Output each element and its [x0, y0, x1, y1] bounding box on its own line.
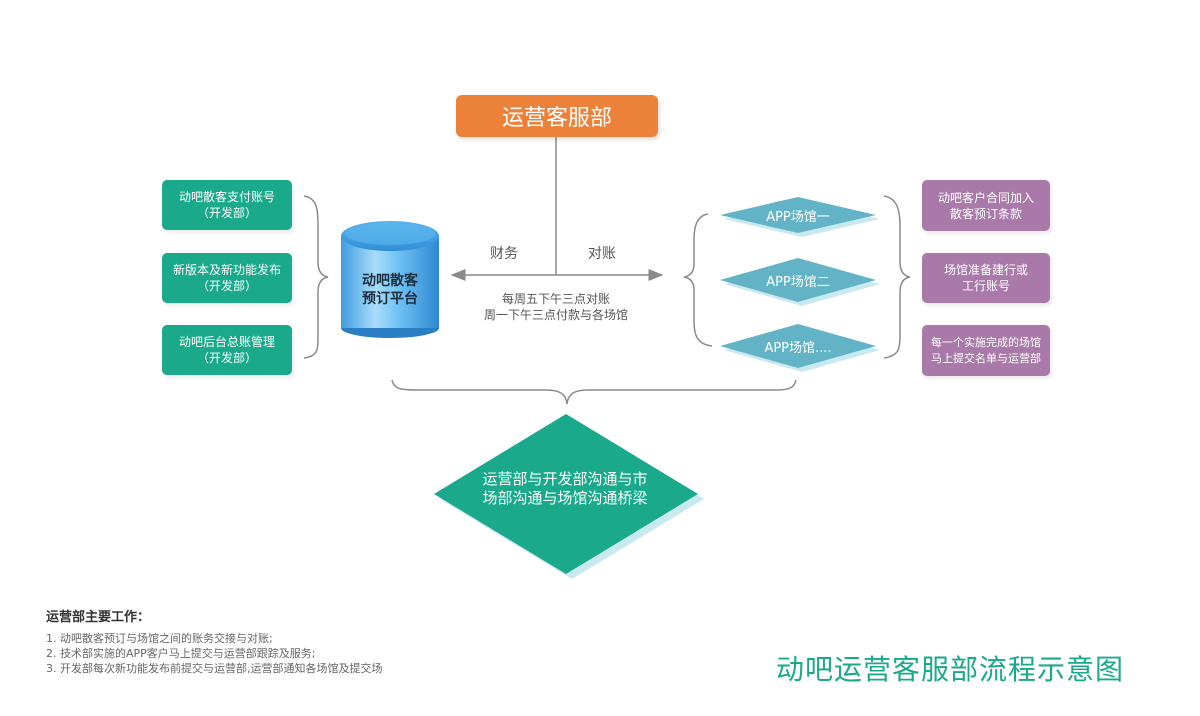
right-box-contract: 动吧客户合同加入 散客预订条款 — [922, 180, 1050, 231]
right-box-2-line1: 场馆准备建行或 — [943, 263, 1028, 277]
venue-diamond-3 — [720, 324, 880, 372]
venue-diamond-1 — [720, 197, 880, 237]
work-title: 运营部主要工作： — [46, 610, 151, 625]
left-brace — [303, 195, 329, 359]
left-box-1-line2: （开发部） — [196, 206, 257, 220]
left-box-1-line1: 动吧散客支付账号 — [178, 190, 275, 204]
schedule-note-line1: 每周五下午三点对账 — [501, 292, 610, 306]
right-box-1-line2: 散客预订条款 — [949, 206, 1022, 221]
bridge-label-line1: 运营部与开发部沟通与市 — [482, 470, 648, 488]
bridge-label: 运营部与开发部沟通与市 场部沟通与场馆沟通桥梁 — [460, 470, 670, 508]
schedule-note: 每周五下午三点对账 周一下午三点付款与各场馆 — [470, 291, 642, 323]
diagram-title: 动吧运营客服部流程示意图 — [776, 653, 1125, 686]
right-box-3-line1: 每一个实施完成的场馆 — [931, 335, 1041, 349]
left-box-2-line2: （开发部） — [196, 279, 257, 293]
venue-label-2: APP场馆二 — [766, 274, 830, 290]
arrow-label-reconcile: 对账 — [588, 246, 616, 262]
work-item-3: 3. 开发部每次新功能发布前提交与运营部,运营部通知各场馆及提交场 — [46, 662, 383, 675]
venue-brace — [683, 213, 713, 347]
bridge-label-line2: 场部沟通与场馆沟通桥梁 — [482, 489, 648, 507]
database-cylinder — [341, 221, 439, 338]
arrow-label-finance: 财务 — [490, 246, 518, 262]
right-box-3-line2: 马上提交名单与运营部 — [931, 351, 1041, 365]
left-box-3-line1: 动吧后台总账管理 — [178, 335, 275, 349]
venue-label-3: APP场馆.... — [764, 340, 832, 356]
right-brace — [883, 195, 911, 359]
right-box-2-line2: 工行账号 — [961, 279, 1010, 293]
venue-diamond-2 — [720, 258, 880, 306]
platform-label-line1: 动吧散客 — [362, 273, 418, 289]
right-box-submit-list: 每一个实施完成的场馆 马上提交名单与运营部 — [922, 325, 1050, 376]
work-item-1: 1. 动吧散客预订与场馆之间的账务交接与对账; — [46, 632, 273, 645]
bottom-brace — [391, 379, 797, 405]
right-box-1-line1: 动吧客户合同加入 — [937, 190, 1034, 205]
left-box-payment-account: 动吧散客支付账号 （开发部） — [162, 180, 292, 230]
schedule-note-line2: 周一下午三点付款与各场馆 — [483, 308, 628, 322]
left-box-release: 新版本及新功能发布 （开发部） — [162, 253, 292, 303]
left-box-2-line1: 新版本及新功能发布 — [172, 263, 281, 277]
right-box-bank-account: 场馆准备建行或 工行账号 — [922, 253, 1050, 303]
left-box-3-line2: （开发部） — [196, 351, 257, 365]
venue-label-1: APP场馆一 — [766, 209, 830, 225]
ops-service-dept-node: 运营客服部 — [456, 95, 658, 137]
left-box-ledger: 动吧后台总账管理 （开发部） — [162, 325, 292, 375]
platform-label-line2: 预订平台 — [362, 291, 418, 307]
bridge-diamond — [434, 414, 704, 579]
work-item-2: 2. 技术部实施的APP客户马上提交与运营部跟踪及服务; — [46, 647, 316, 660]
platform-label: 动吧散客 预订平台 — [342, 272, 438, 308]
ops-service-dept-label: 运营客服部 — [501, 106, 612, 131]
